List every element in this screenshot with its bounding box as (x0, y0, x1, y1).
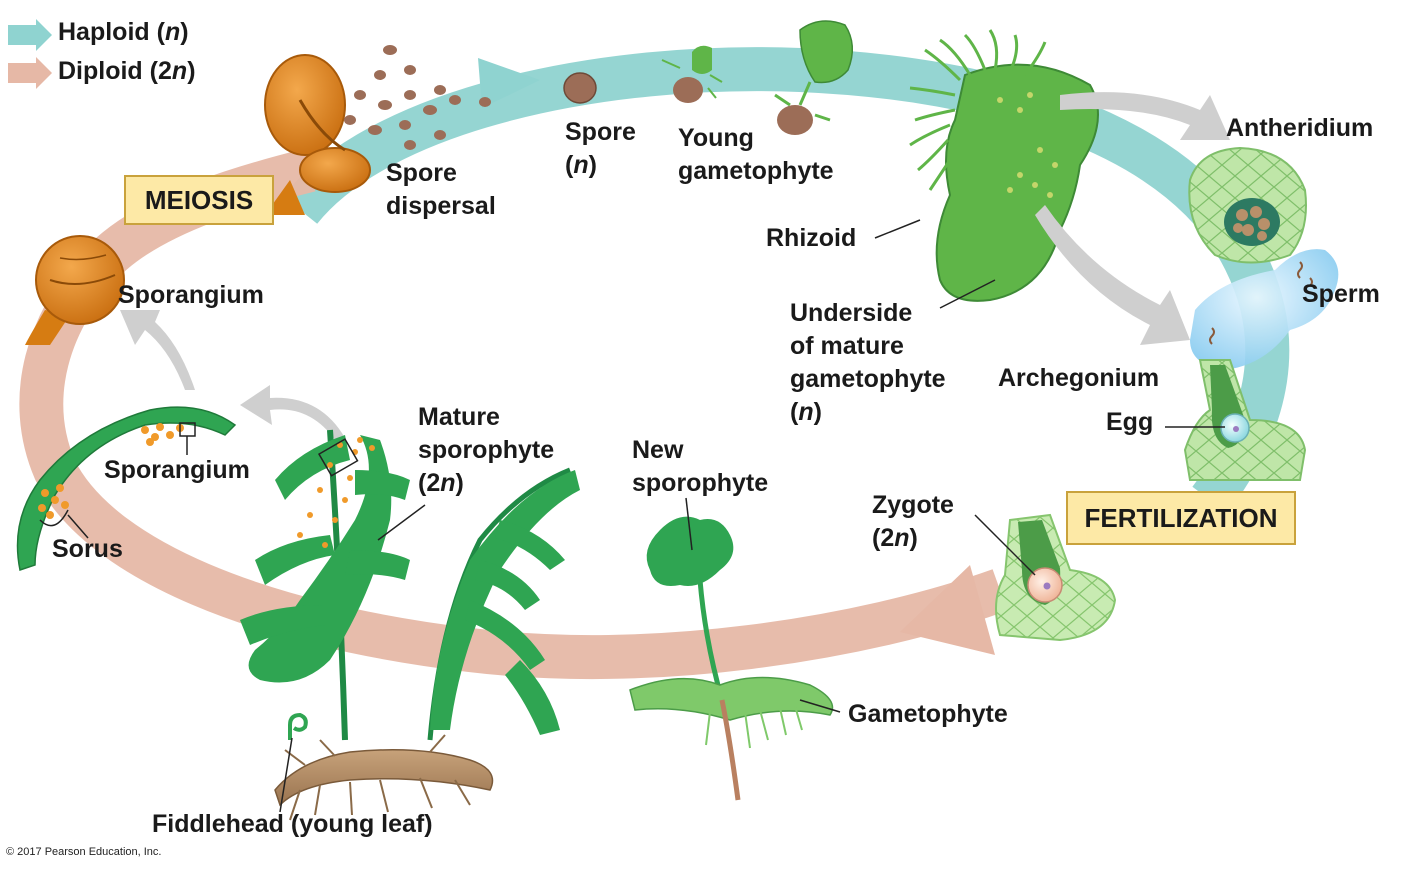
dispersing-spores (344, 45, 491, 150)
label-sorus: Sorus (52, 535, 123, 563)
legend-haploid-symbol: n (164, 18, 181, 46)
label-spore-dispersal-line1: Spore (386, 159, 457, 187)
label-young-gametophyte-line1: Young (678, 124, 754, 152)
closed-sporangium (25, 235, 125, 345)
label-antheridium: Antheridium (1226, 114, 1374, 142)
meiosis-box: MEIOSIS (124, 175, 274, 225)
label-spore-line1: Spore (565, 118, 636, 146)
process-arrows (120, 92, 1230, 440)
diploid-swatch (8, 57, 52, 89)
label-fiddlehead: Fiddlehead (young leaf) (152, 810, 433, 838)
label-new-sporophyte: New sporophyte (632, 434, 768, 500)
label-mature-sporophyte-line2: sporophyte (418, 436, 555, 464)
label-underside-ploidy: n (798, 398, 814, 426)
fertilization-box: FERTILIZATION (1066, 491, 1296, 545)
label-sperm: Sperm (1302, 280, 1380, 308)
legend-haploid: Haploid (n) (58, 18, 189, 46)
label-young-gametophyte-line2: gametophyte (678, 157, 834, 185)
label-zygote: Zygote (2n) (872, 491, 954, 552)
label-new-sporophyte-line1: New (632, 436, 684, 464)
label-mature-sporophyte-number: 2 (426, 469, 441, 497)
label-zygote-number: 2 (880, 524, 895, 552)
label-underside-line3: gametophyte (790, 365, 946, 393)
legend-haploid-label: Haploid (58, 18, 150, 46)
label-mature-sporophyte-line1: Mature (418, 403, 500, 431)
water-drop-with-sperm (1190, 249, 1339, 370)
new-sporophyte (629, 516, 834, 801)
label-egg: Egg (1106, 408, 1154, 436)
legend-diploid-number: 2 (158, 57, 172, 85)
label-underside-mature-gametophyte: Underside of mature gametophyte (n) (790, 299, 946, 426)
label-spore-dispersal: Spore dispersal (386, 157, 496, 223)
label-young-gametophyte: Young gametophyte (678, 122, 834, 188)
open-sporangium (264, 54, 371, 215)
legend-diploid-label: Diploid (58, 57, 143, 85)
young-gametophyte-small (661, 45, 723, 103)
label-sporangium-top: Sporangium (118, 281, 264, 309)
label-mature-sporophyte-symbol: n (440, 469, 456, 497)
label-underside-line2: of mature (790, 332, 904, 360)
label-spore-dispersal-line2: dispersal (386, 192, 496, 220)
young-gametophyte-larger (774, 20, 854, 135)
mature-sporophyte-fern (240, 429, 580, 821)
legend-diploid-symbol: n (171, 57, 188, 85)
antheridium (1188, 146, 1307, 264)
diploid-arrowhead (900, 565, 995, 655)
label-archegonium: Archegonium (998, 364, 1160, 392)
copyright-notice: © 2017 Pearson Education, Inc. (6, 846, 162, 858)
label-underside-line1: Underside (790, 299, 913, 327)
haploid-swatch (8, 19, 52, 51)
label-zygote-line1: Zygote (872, 491, 954, 519)
label-spore: Spore (n) (565, 118, 636, 179)
haploid-arrowhead (478, 58, 540, 108)
single-spore (563, 72, 597, 104)
label-sporangium-bottom: Sporangium (104, 456, 250, 484)
label-gametophyte: Gametophyte (848, 700, 1008, 728)
leader-lines (279, 219, 1225, 813)
diploid-band (19, 148, 1008, 680)
label-zygote-symbol: n (894, 524, 910, 552)
label-rhizoid: Rhizoid (766, 224, 857, 252)
label-mature-sporophyte: Mature sporophyte (2n) (418, 403, 555, 497)
legend-diploid: Diploid (2n) (58, 57, 196, 85)
leaf-section-with-sorus (16, 406, 237, 571)
label-spore-ploidy: n (573, 151, 589, 179)
legend-swatches (8, 19, 52, 89)
label-new-sporophyte-line2: sporophyte (632, 469, 769, 497)
mature-gametophyte (909, 29, 1099, 302)
zygote-archegonium (995, 513, 1117, 642)
